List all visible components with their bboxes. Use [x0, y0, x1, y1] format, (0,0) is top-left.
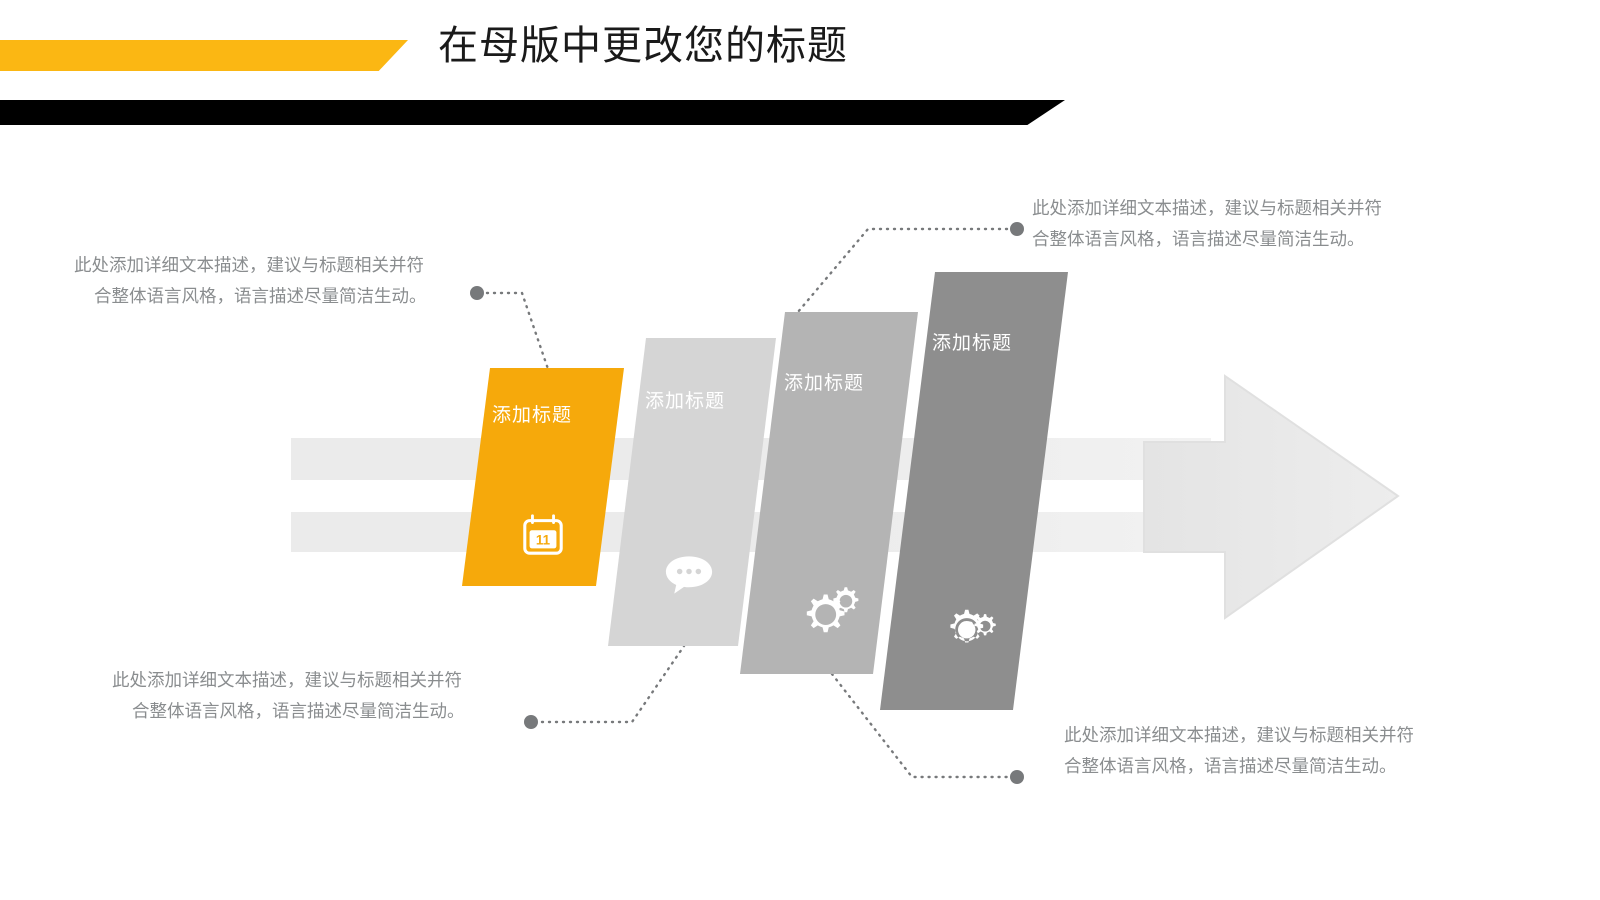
callout-top-right: 此处添加详细文本描述，建议与标题相关并符 合整体语言风格，语言描述尽量简洁生动。	[1032, 193, 1382, 255]
header-accent-bar	[0, 40, 408, 71]
connector-bottom-left	[524, 644, 686, 729]
callout-top-left-line1: 此处添加详细文本描述，建议与标题相关并符	[74, 255, 424, 275]
callout-top-left: 此处添加详细文本描述，建议与标题相关并符 合整体语言风格，语言描述尽量简洁生动。	[74, 250, 427, 312]
callout-bottom-right-line1: 此处添加详细文本描述，建议与标题相关并符	[1064, 725, 1414, 745]
page-title: 在母版中更改您的标题	[438, 24, 848, 68]
step-3-shape	[740, 312, 918, 674]
step-4-shape	[880, 272, 1068, 710]
step-2[interactable]: 添加标题	[608, 338, 776, 646]
callout-bottom-right-line2: 合整体语言风格，语言描述尽量简洁生动。	[1064, 756, 1397, 776]
header-black-bar	[0, 100, 1065, 125]
callout-bottom-left: 此处添加详细文本描述，建议与标题相关并符 合整体语言风格，语言描述尽量简洁生动。	[112, 665, 465, 727]
callout-top-right-line1: 此处添加详细文本描述，建议与标题相关并符	[1032, 198, 1382, 218]
callout-top-right-line2: 合整体语言风格，语言描述尽量简洁生动。	[1032, 229, 1365, 249]
callout-bottom-right: 此处添加详细文本描述，建议与标题相关并符 合整体语言风格，语言描述尽量简洁生动。	[1064, 720, 1414, 782]
arrow-head-icon	[1143, 374, 1400, 620]
step-1-shape	[462, 368, 624, 586]
step-2-shape	[608, 338, 776, 646]
callout-top-left-line2: 合整体语言风格，语言描述尽量简洁生动。	[94, 286, 427, 306]
callout-bottom-left-line1: 此处添加详细文本描述，建议与标题相关并符	[112, 670, 462, 690]
callout-bottom-left-line2: 合整体语言风格，语言描述尽量简洁生动。	[132, 701, 465, 721]
step-1[interactable]: 添加标题 11	[462, 368, 624, 586]
